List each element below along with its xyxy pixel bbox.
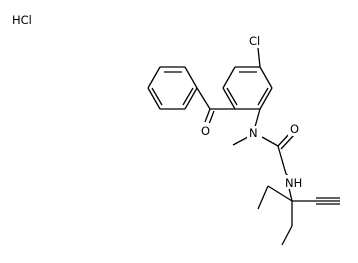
hcl-label: HCl [12, 13, 32, 27]
amide-oxygen-label: O [290, 122, 299, 136]
chlorine-atom-label: Cl [249, 34, 260, 48]
amide-nitrogen-label: N [249, 126, 258, 140]
amide-group [232, 108, 295, 175]
chlorophenyl-ring [222, 47, 273, 110]
amine-nh-label: NH [285, 176, 302, 190]
ketone-group [196, 87, 235, 125]
amine-substituent [257, 173, 340, 246]
benzoyl-phenyl-ring [147, 66, 198, 110]
ketone-oxygen-label: O [201, 124, 210, 138]
